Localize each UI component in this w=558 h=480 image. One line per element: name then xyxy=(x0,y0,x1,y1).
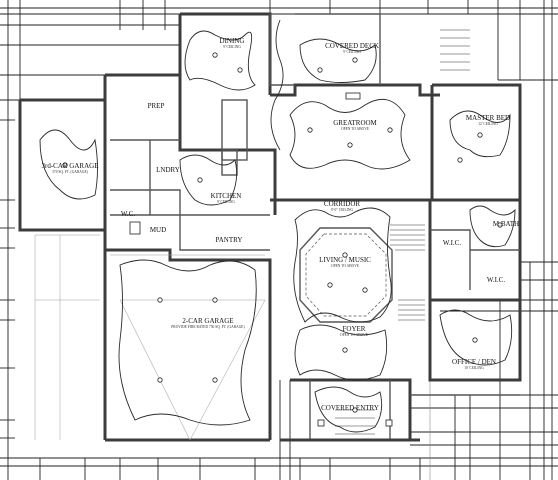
room-label-wic-1: W.I.C. xyxy=(443,239,461,247)
room-label-prep: PREP xyxy=(148,102,165,110)
living-octagon xyxy=(299,227,393,323)
room-sub-living-music: OPEN TO ABOVE xyxy=(331,264,360,268)
room-label-office-den: OFFICE / DEN xyxy=(452,358,496,366)
room-label-corridor: CORRIDOR xyxy=(324,200,361,208)
room-label-covered-deck: COVERED DECK xyxy=(325,42,379,50)
room-label-foyer: FOYER xyxy=(343,325,366,333)
room-sub-kitchen: 9' CEILING xyxy=(217,200,235,204)
walls xyxy=(18,12,522,442)
room-sub-office-den: 10' CEILING xyxy=(464,366,484,370)
room-label-two-car-garage: 2-CAR GARAGE xyxy=(182,317,233,325)
wiring xyxy=(39,19,516,433)
room-label-master-bed: MASTER BED xyxy=(466,114,510,122)
room-labels: DINING 9' CEILING COVERED DECK 9' CEILIN… xyxy=(42,37,520,412)
room-label-kitchen: KITCHEN xyxy=(211,192,242,200)
room-label-third-car-garage: 3rd-CAR GARAGE xyxy=(42,162,99,170)
room-sub-master-bed: 12' CEILING xyxy=(478,122,498,126)
room-sub-two-car-garage: PROVIDE FIRE RATED 750 SQ. FT. (GARAGE) xyxy=(171,325,245,329)
room-label-living-music: LIVING / MUSIC xyxy=(319,256,371,264)
room-label-pantry: PANTRY xyxy=(216,236,243,244)
room-sub-dining: 9' CEILING xyxy=(223,45,241,49)
room-sub-third-car-garage: 370 SQ. FT. (GARAGE) xyxy=(52,170,89,174)
room-label-wic-2: W.I.C. xyxy=(487,276,505,284)
fixtures xyxy=(62,52,503,427)
room-sub-corridor: 9'-0" CEILING xyxy=(331,208,354,212)
room-label-greatroom: GREATROOM xyxy=(333,119,377,127)
room-label-m-bath: M.BATH xyxy=(493,220,519,228)
room-sub-foyer: OPEN TO ABOVE xyxy=(340,333,369,337)
slab-hatch xyxy=(34,234,266,441)
room-label-mud: MUD xyxy=(150,226,166,234)
room-label-wc-left: W.C. xyxy=(121,210,135,218)
room-label-covered-entry: COVERED ENTRY xyxy=(321,404,379,412)
room-sub-covered-deck: 9' CEILING xyxy=(343,50,361,54)
room-sub-greatroom: OPEN TO ABOVE xyxy=(341,127,370,131)
room-label-laundry: LNDRY xyxy=(156,166,180,174)
stairs xyxy=(335,29,470,435)
room-label-dining: DINING xyxy=(220,37,245,45)
